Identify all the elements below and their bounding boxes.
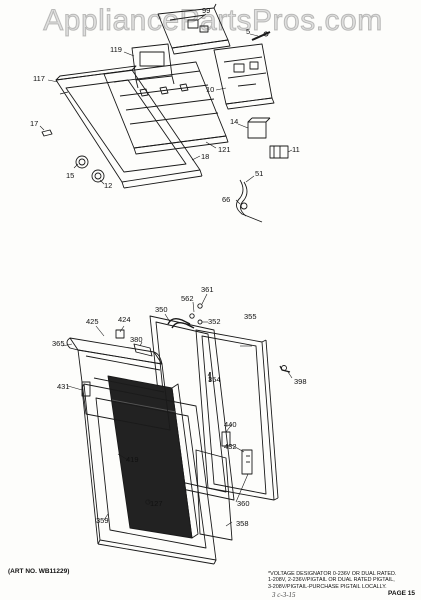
callout-425: 425 <box>86 317 99 326</box>
callout-18: 18 <box>201 152 210 161</box>
callout-431: 431 <box>57 382 70 391</box>
callout-121: 121 <box>218 145 231 154</box>
callout-51: 51 <box>255 169 264 178</box>
control-knobs <box>75 155 105 183</box>
voltage-note-line: 3-208V/PIGTAIL-PURCHASE PIGTAIL LOCALLY. <box>268 583 387 590</box>
callout-11: 11 <box>292 145 300 154</box>
callout-432: 432 <box>224 442 237 451</box>
wiring-harness <box>236 179 263 223</box>
voltage-note: *VOLTAGE DESIGNATOR 0-236V OR DUAL RATED… <box>268 571 418 590</box>
door-front-frame <box>81 383 217 565</box>
door-outer-panel <box>195 329 279 501</box>
callout-562: 562 <box>181 294 194 303</box>
callout-99: 99 <box>202 6 211 15</box>
callout-352: 352 <box>208 317 221 326</box>
voltage-note-line: 1-208V, 2-236V/PIGTAIL OR DUAL RATED PIG… <box>268 577 395 584</box>
callout-398: 398 <box>294 377 307 386</box>
callout-419: 419 <box>126 455 139 464</box>
callout-119: 119 <box>110 45 122 54</box>
callout-424: 424 <box>118 315 131 324</box>
vent-clip <box>115 329 153 357</box>
callout-17: 17 <box>30 119 39 128</box>
callout-350: 350 <box>155 305 168 314</box>
callout-365: 365 <box>52 339 65 348</box>
upper-leader-lines <box>39 13 293 205</box>
door-screws <box>145 303 291 505</box>
callout-15: 15 <box>66 171 75 180</box>
door-top-trim <box>66 337 171 431</box>
callout-355: 355 <box>244 312 257 321</box>
callout-14: 14 <box>230 117 239 126</box>
watermark: AppliancePartsPros.com <box>43 4 383 38</box>
clip-part <box>41 129 53 137</box>
callout-66: 66 <box>222 195 231 204</box>
control-housing <box>103 61 229 155</box>
callout-360: 360 <box>237 499 250 508</box>
screw-part <box>251 31 271 41</box>
callout-12: 12 <box>104 181 113 190</box>
callout-358: 358 <box>236 519 249 528</box>
art-number: (ART NO. WB11229) <box>8 568 70 575</box>
switch-module <box>131 43 175 89</box>
handwritten-mark: 3 c-3-15 <box>272 591 296 599</box>
window-glass <box>107 375 233 541</box>
page-number: PAGE 15 <box>388 590 415 597</box>
callout-127: 127 <box>150 499 163 508</box>
terminal-block <box>269 145 289 159</box>
side-bracket <box>81 381 91 397</box>
callout-10: 10 <box>206 85 215 94</box>
callout-361: 361 <box>201 285 214 294</box>
callout-117: 117 <box>33 74 45 83</box>
callout-359: 359 <box>96 516 109 525</box>
voltage-note-line: *VOLTAGE DESIGNATOR 0-236V OR DUAL RATED… <box>268 571 397 577</box>
control-board <box>213 43 275 110</box>
callout-440: 440 <box>224 420 237 429</box>
control-panel-frame <box>55 65 203 189</box>
callout-354: 354 <box>208 375 221 384</box>
lower-leader-lines <box>61 293 293 527</box>
relay-part <box>247 117 271 139</box>
callout-5: 5 <box>246 27 251 36</box>
control-bracket <box>157 3 231 55</box>
callout-380: 380 <box>130 335 143 344</box>
